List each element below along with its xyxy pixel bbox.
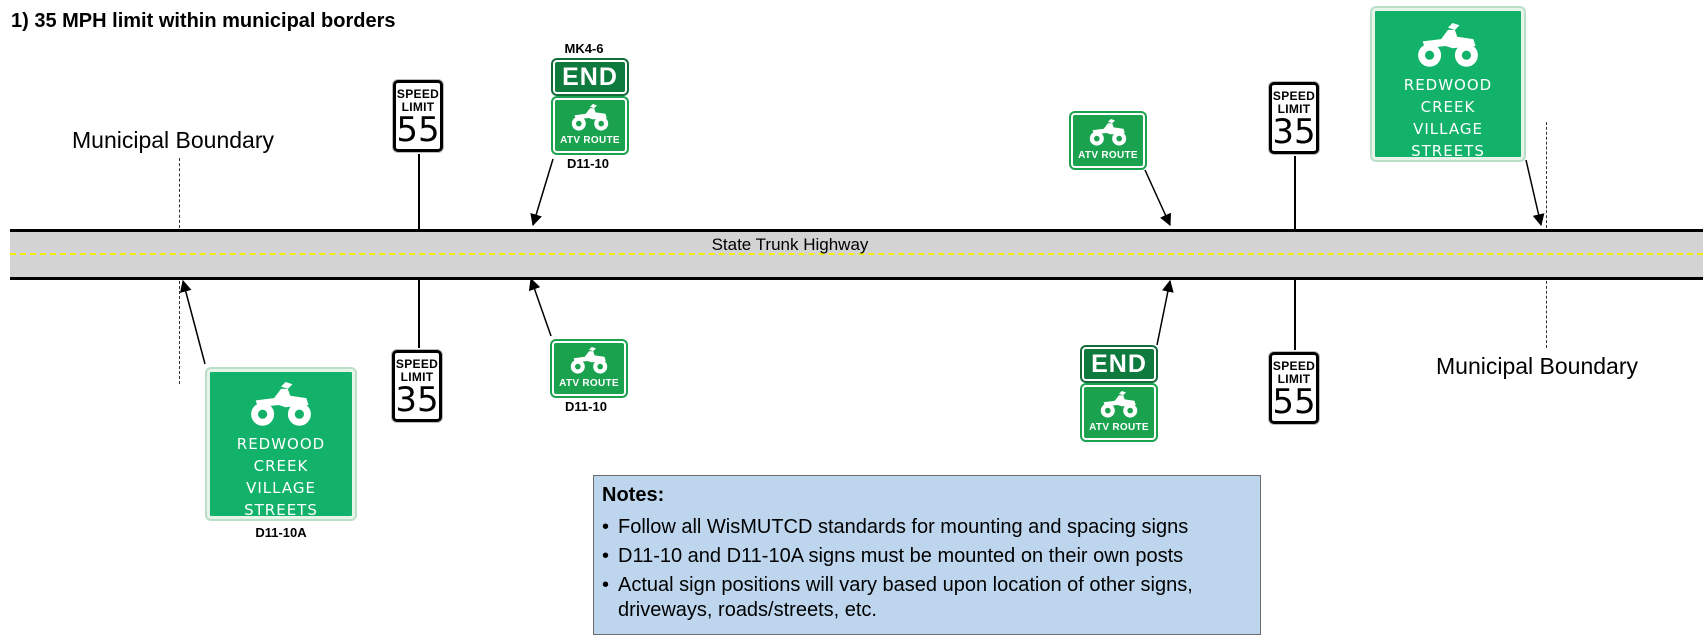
arrow-d1110a-to-boundary-left	[179, 279, 206, 365]
d11-10a-line: VILLAGE STREETS	[1411, 120, 1485, 160]
boundary-line-right-bottom	[1546, 276, 1547, 348]
speed-sign-word: SPEED	[1272, 89, 1316, 103]
atv-icon	[1098, 391, 1140, 419]
arrow-end-to-road	[1156, 279, 1174, 346]
end-sign-top: END	[553, 60, 627, 94]
bullet-icon: •	[602, 516, 610, 538]
sign-post	[418, 278, 420, 348]
sign-post	[418, 154, 420, 229]
note-item: • Actual sign positions will vary based …	[602, 573, 1252, 623]
arrow-atv-to-road	[1144, 169, 1171, 227]
d11-10a-sign-top: REDWOOD CREEK VILLAGE STREETS ARE ATV RO…	[1372, 8, 1524, 204]
speed-sign-word: SPEED	[1272, 359, 1316, 373]
arrow-mk46-to-road	[530, 158, 554, 227]
atv-route-label: ATV ROUTE	[1078, 150, 1138, 161]
state-trunk-highway: State Trunk Highway	[10, 229, 1703, 280]
d11-10a-line: REDWOOD CREEK	[236, 435, 326, 475]
speed-sign-word: LIMIT	[1277, 372, 1311, 386]
caption-d11-10-top: D11-10	[567, 156, 609, 171]
road-center-line	[10, 253, 1703, 255]
boundary-line-right-top	[1546, 122, 1547, 228]
caption-d11-10a: D11-10A	[255, 525, 307, 540]
sign-post	[1294, 156, 1296, 229]
municipal-boundary-label-right: Municipal Boundary	[1436, 353, 1639, 379]
caption-d11-10-bottom: D11-10	[565, 399, 607, 414]
speed-value: 55	[1272, 382, 1316, 422]
atv-route-sign-top: ATV ROUTE	[553, 98, 627, 153]
speed-value: 35	[1272, 112, 1316, 152]
caption-mk4-6: MK4-6	[564, 41, 604, 56]
d11-10a-sign-bottom: REDWOOD CREEK VILLAGE STREETS ARE ATV RO…	[207, 369, 355, 585]
speed-sign-word: SPEED	[395, 357, 439, 371]
note-text: Follow all WisMUTCD standards for mounti…	[618, 516, 1189, 538]
d11-10a-line: VILLAGE STREETS	[244, 479, 318, 519]
diagram-title: 1) 35 MPH limit within municipal borders	[11, 10, 396, 32]
notes-title: Notes:	[602, 484, 665, 506]
arrow-d1110-to-road	[528, 277, 552, 337]
atv-icon	[246, 382, 316, 428]
speed-value: 35	[395, 380, 439, 420]
bullet-icon: •	[602, 545, 610, 567]
atv-route-label: ATV ROUTE	[560, 135, 620, 146]
note-item: • Follow all WisMUTCD standards for moun…	[602, 515, 1252, 540]
atv-route-sign-top-right: ATV ROUTE	[1071, 113, 1145, 168]
arrow-d1110a-to-boundary	[1525, 159, 1545, 227]
d11-10a-line: UNLESS POSTED	[212, 567, 350, 585]
note-text: Actual sign positions will vary based up…	[618, 574, 1193, 621]
d11-10a-line: REDWOOD CREEK	[1403, 76, 1493, 116]
municipal-boundary-label-left: Municipal Boundary	[72, 127, 275, 153]
road-label: State Trunk Highway	[711, 235, 869, 254]
boundary-line-left-bottom	[179, 276, 180, 384]
speed-value: 55	[396, 110, 440, 150]
speed-sign-word: SPEED	[396, 87, 440, 101]
atv-route-sign-bottom: ATV ROUTE	[552, 341, 626, 396]
atv-route-sign-bottom-right: ATV ROUTE	[1082, 385, 1156, 440]
atv-route-label: ATV ROUTE	[1089, 422, 1149, 433]
atv-icon	[1087, 119, 1129, 147]
atv-icon	[1413, 23, 1483, 69]
notes-box: Notes: • Follow all WisMUTCD standards f…	[593, 475, 1261, 635]
bullet-icon: •	[602, 574, 610, 596]
boundary-line-left-top	[179, 158, 180, 228]
note-item: • D11-10 and D11-10A signs must be mount…	[602, 544, 1252, 569]
speed-sign-word: LIMIT	[401, 100, 435, 114]
speed-sign-word: LIMIT	[400, 370, 434, 384]
note-text: D11-10 and D11-10A signs must be mounted…	[618, 545, 1184, 567]
atv-icon	[568, 347, 610, 375]
atv-icon	[569, 104, 611, 132]
d11-10a-line: UNLESS POSTED	[1379, 186, 1517, 204]
d11-10a-line: ARE ATV ROUTES	[245, 523, 317, 563]
atv-route-label: ATV ROUTE	[559, 378, 619, 389]
end-sign-bottom: END	[1082, 347, 1156, 381]
sign-post	[1294, 278, 1296, 350]
speed-sign-word: LIMIT	[1277, 102, 1311, 116]
d11-10a-line: ARE ATV ROUTES	[1376, 164, 1520, 182]
